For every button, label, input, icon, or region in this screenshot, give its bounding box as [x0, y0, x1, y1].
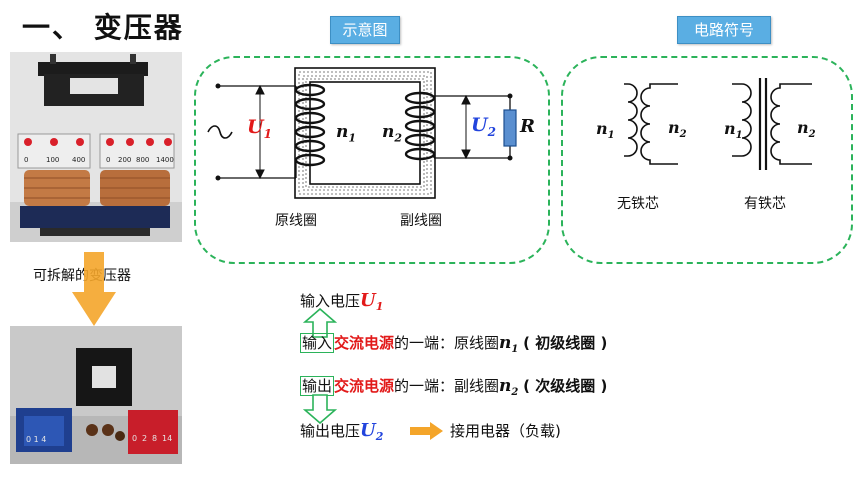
line-input-voltage: 输入电压U1 [300, 290, 383, 313]
schematic-panel [194, 56, 550, 264]
terminal-number: 0 [132, 434, 137, 443]
line4-sub: 2 [375, 430, 384, 443]
left-n2-sub: 2 [679, 129, 687, 141]
line2-b: 交流电源 [334, 334, 395, 352]
meter-tick: 200 [118, 156, 131, 164]
meter-tick: 0 [106, 156, 110, 164]
schematic-badge: 示意图 [330, 16, 400, 44]
u2-label: U2 [471, 114, 496, 139]
transformer-photo: 0 100 400 0 200 800 1400 [10, 52, 182, 242]
primary-coil-label: 原线圈 [275, 213, 317, 229]
left-n1-var: n [596, 119, 608, 138]
terminal-number: 8 [152, 434, 157, 443]
line-input-source: 输入交流电源的一端：原线圈n1 ( 初级线圈 ) [300, 332, 607, 355]
u1-var: U [247, 116, 264, 138]
u2-sub: 2 [487, 124, 496, 139]
left-n1-sub: 1 [607, 130, 615, 142]
line2-var: n [499, 333, 512, 353]
line3-sub: 2 [511, 387, 519, 398]
line3-b: 交流电源 [334, 377, 395, 395]
down-arrow-icon [72, 252, 116, 326]
right-n2-var: n [797, 118, 809, 137]
symbol-left-n2: n2 [668, 118, 687, 140]
symbol-right-n1: n1 [724, 119, 743, 141]
meter-tick: 100 [46, 156, 59, 164]
left-n2-var: n [668, 118, 680, 137]
line-output-voltage: 输出电压U2 [300, 420, 383, 443]
page-title: 一、 变压器 [22, 11, 184, 44]
symbol-panel [561, 56, 853, 264]
right-n1-var: n [724, 119, 736, 138]
meter-tick: 800 [136, 156, 149, 164]
line3-var: n [499, 376, 512, 396]
transformer-symbols [624, 78, 812, 170]
line2-a: 输入 [300, 333, 335, 353]
u1-sub: 1 [263, 126, 272, 141]
line1-sub: 1 [375, 300, 384, 313]
u1-label: U1 [247, 116, 272, 141]
n2-sub: 2 [394, 131, 403, 145]
n1-label: n1 [336, 122, 356, 144]
photo-caption: 可拆解的变压器 [33, 268, 131, 284]
down-arrow-outline-icon [303, 394, 337, 424]
line4-var: U [360, 420, 376, 441]
line2-d: ( 初级线圈 ) [523, 334, 608, 352]
n2-var: n [382, 122, 395, 142]
terminal-number: 14 [162, 434, 172, 443]
load-text: 接用电器（负载) [450, 422, 561, 440]
u2-var: U [471, 114, 488, 136]
disassembled-photo: 0 1 4 0 2 8 14 [10, 326, 182, 464]
line4-text: 输出电压 [300, 422, 361, 440]
iron-core-label: 有铁芯 [744, 196, 786, 212]
terminal-number: 2 [142, 434, 147, 443]
n1-sub: 1 [348, 131, 357, 145]
line3-d: ( 次级线圈 ) [523, 377, 608, 395]
n1-var: n [336, 122, 349, 142]
up-arrow-icon [303, 308, 337, 338]
symbol-left-n1: n1 [596, 119, 615, 141]
svg-text:0 1 4: 0 1 4 [26, 435, 46, 444]
transformer-schematic [207, 67, 517, 199]
secondary-coil-label: 副线圈 [400, 213, 442, 229]
line2-c: 的一端：原线圈 [394, 334, 500, 352]
line1-var: U [360, 290, 376, 311]
symbol-badge: 电路符号 [677, 16, 771, 44]
meter-tick: 400 [72, 156, 85, 164]
line3-c: 的一端：副线圈 [394, 377, 500, 395]
symbol-right-n2: n2 [797, 118, 816, 140]
right-n2-sub: 2 [808, 129, 816, 141]
line2-sub: 1 [511, 344, 519, 355]
line1-text: 输入电压 [300, 292, 361, 310]
right-n1-sub: 1 [735, 130, 743, 142]
n2-label: n2 [382, 122, 402, 144]
line3-a: 输出 [300, 376, 335, 396]
line-output-source: 输出交流电源的一端：副线圈n2 ( 次级线圈 ) [300, 375, 607, 398]
no-core-label: 无铁芯 [617, 196, 659, 212]
right-arrow-icon [410, 422, 443, 440]
r-label: R [520, 116, 535, 137]
meter-tick: 1400 [156, 156, 174, 164]
meter-tick: 0 [24, 156, 28, 164]
